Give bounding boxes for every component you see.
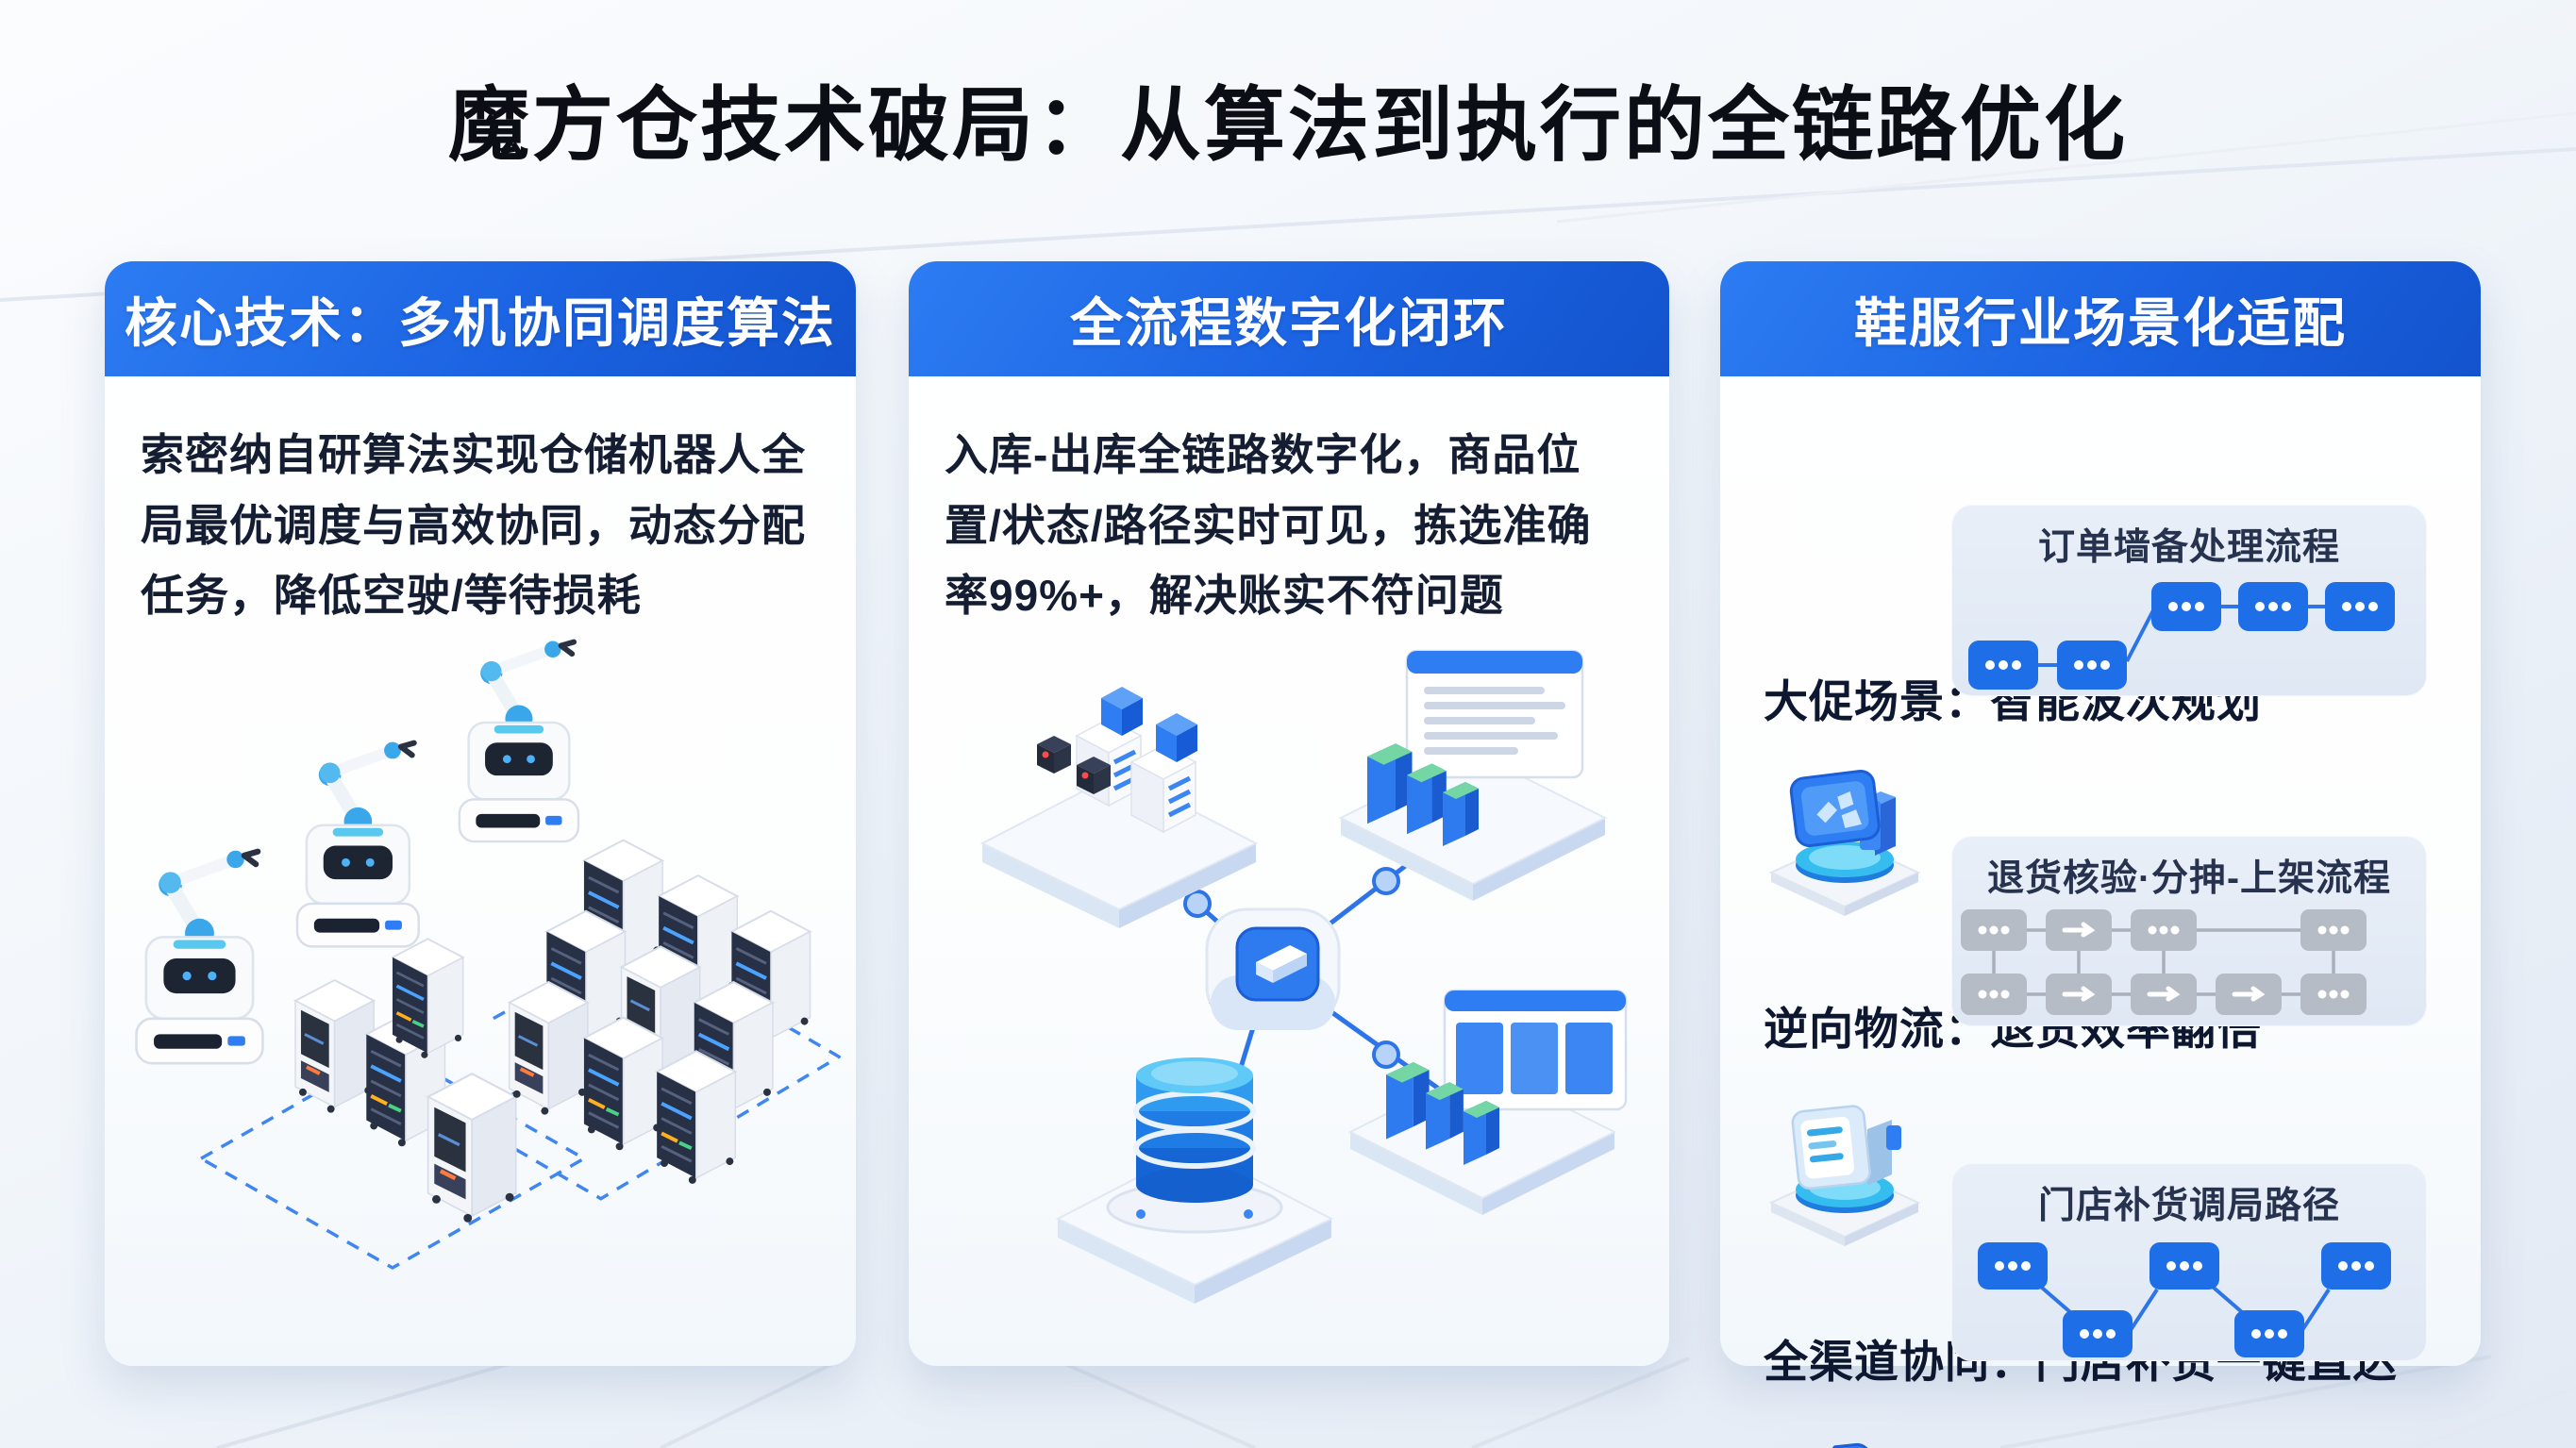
flow-node [1978, 1242, 2391, 1357]
windows-platform-icon [1347, 989, 1628, 1215]
scene1-flow-label: 订单墙备处理流程 [2037, 527, 2340, 568]
page-title: 魔方仓技术破局：从算法到执行的全链路优化 [448, 80, 2128, 171]
scene3-flow-label: 门店补货调局路径 [2037, 1186, 2340, 1226]
warehouse-robots-illustration [112, 612, 841, 1270]
terminal-on-pedestal-icon [1768, 1105, 1921, 1246]
warehouse-platform-icon [979, 687, 1259, 928]
flow-node-gray [1961, 909, 2367, 1015]
dashboard-platform-icon [1338, 649, 1608, 901]
flow-node [1968, 582, 2395, 690]
scene2-flow-panel: 退货核验·分抻-上架流程 [1951, 836, 2427, 1026]
scene3-flow-diagram [1978, 1242, 2391, 1357]
scene2-flow-label: 退货核验·分抻-上架流程 [1987, 858, 2391, 899]
scene3-flow-panel: 门店补货调局路径 [1951, 1163, 2427, 1361]
central-hub-icon [1205, 907, 1341, 1030]
card-industry-adaptation: 鞋服行业场景化适配 大促场景：智能波次规划 订单墙备处理流程 [1720, 261, 2481, 1448]
dashed-route-right [465, 977, 841, 1201]
card-digital-header: 全流程数字化闭环 [909, 261, 1669, 376]
camera-lens-on-pedestal-icon [1784, 1442, 1876, 1448]
database-platform-icon [1055, 1057, 1334, 1304]
monitor-on-pedestal-icon [1768, 770, 1921, 916]
scene1-flow-panel: 订单墙备处理流程 [1951, 505, 2427, 696]
card-digital-loop: 全流程数字化闭环 入库-出库全链路数字化，商品位置/状态/路径实时可见，拣选准确… [909, 261, 1669, 1366]
card-digital-body: 入库-出库全链路数字化，商品位置/状态/路径实时可见，拣选准确率99%+，解决账… [945, 430, 1592, 621]
scene1-flow-diagram [1968, 582, 2395, 690]
scene2-flow-diagram [1961, 909, 2367, 1015]
card-core-technology: 核心技术：多机协同调度算法 索密纳自研算法实现仓储机器人全局最优调度与高效协同，… [105, 261, 856, 1366]
card-industry-header: 鞋服行业场景化适配 [1720, 261, 2481, 376]
digital-network-illustration [979, 649, 1628, 1304]
card-core-body: 索密纳自研算法实现仓储机器人全局最优调度与高效协同，动态分配任务，降低空驶/等待… [141, 430, 806, 621]
card-core-header: 核心技术：多机协同调度算法 [105, 261, 856, 376]
